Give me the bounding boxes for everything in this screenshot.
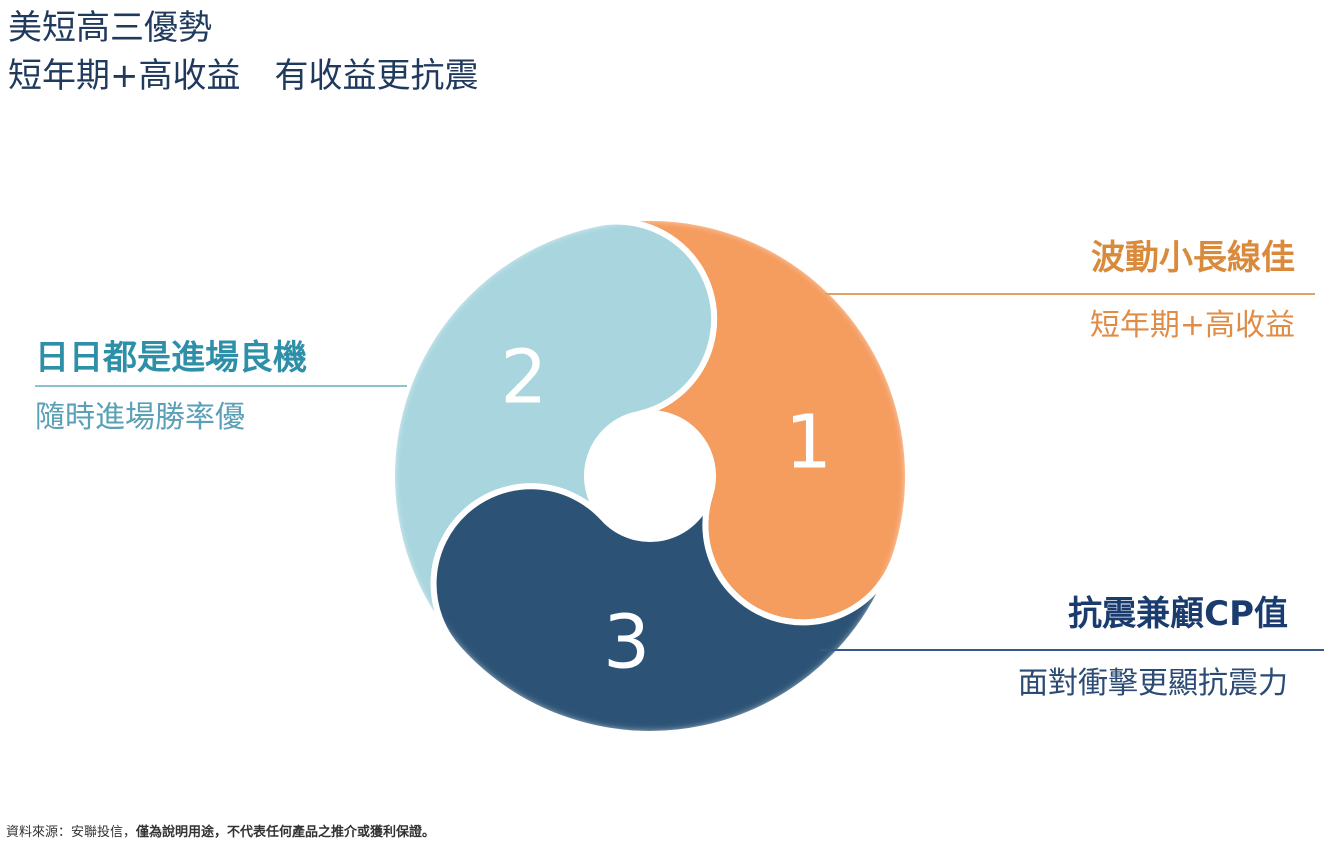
- segment-3-heading: 抗震兼顧CP值: [1068, 594, 1288, 634]
- callout-segment-1: 波動小長線佳 短年期+高收益: [825, 236, 1315, 356]
- center-hole: [588, 414, 712, 538]
- callout-segment-2: 日日都是進場良機 隨時進場勝率優: [35, 336, 407, 446]
- page-subtitle: 短年期+高收益 有收益更抗震: [8, 56, 479, 96]
- segment-2-heading: 日日都是進場良機: [35, 338, 307, 378]
- footnote-disclaimer: 僅為說明用途，不代表任何產品之推介或獲利保證。: [136, 825, 436, 840]
- page-title: 美短高三優勢: [8, 8, 212, 48]
- segment-3-subtext: 面對衝擊更顯抗震力: [1018, 666, 1288, 701]
- segment-1-subtext: 短年期+高收益: [1089, 308, 1295, 343]
- outer-edge-glow: [385, 211, 915, 741]
- segment-3-number: 3: [603, 599, 650, 685]
- segment-2-number: 2: [500, 334, 547, 420]
- segment-1-heading: 波動小長線佳: [1091, 238, 1295, 278]
- callout-segment-3: 抗震兼顧CP值 面對衝擊更顯抗震力: [820, 592, 1324, 712]
- segment-1-number: 1: [785, 399, 832, 485]
- segment-2-divider: [35, 385, 407, 387]
- source-footnote: 資料來源：安聯投信，僅為說明用途，不代表任何產品之推介或獲利保證。: [6, 824, 435, 842]
- segment-2-subtext: 隨時進場勝率優: [35, 400, 245, 435]
- footnote-source: 資料來源：安聯投信，: [6, 825, 137, 840]
- segment-1-divider: [825, 293, 1315, 295]
- segment-3-divider: [820, 649, 1324, 651]
- three-segment-swirl-diagram: 1 2 3: [385, 211, 915, 741]
